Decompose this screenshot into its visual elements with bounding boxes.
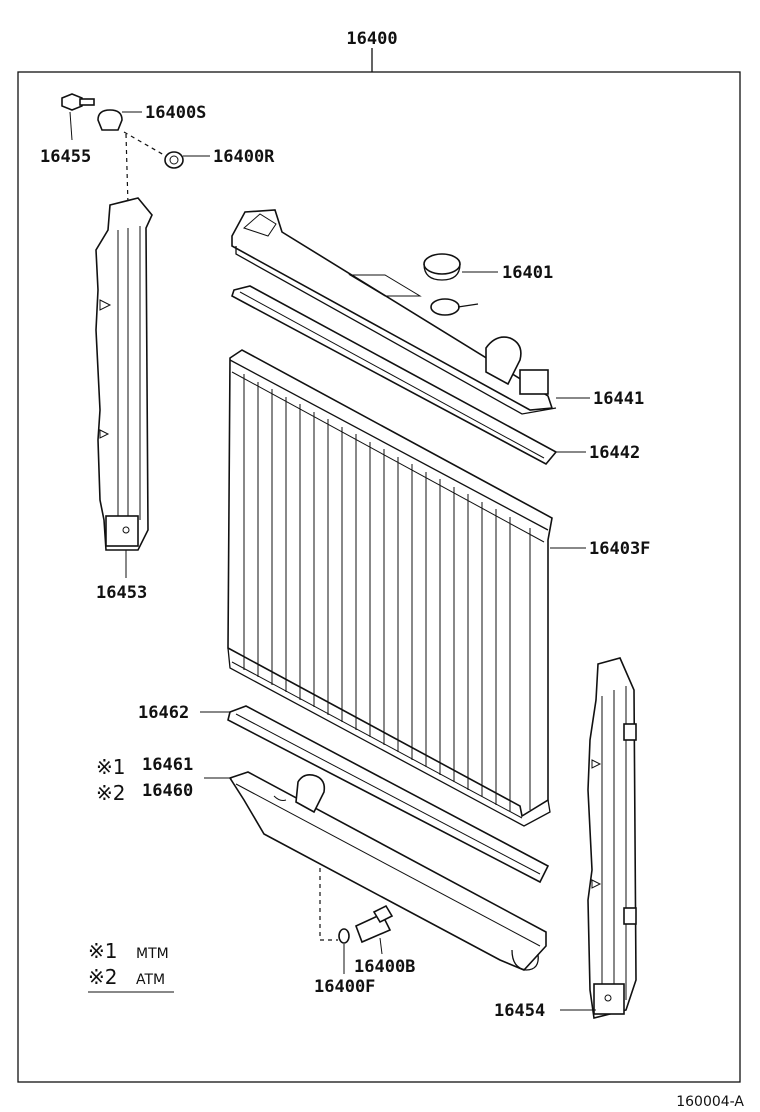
legend-marker-2: ※2 bbox=[88, 965, 117, 989]
dash-link-drain bbox=[319, 868, 338, 941]
part-label-16400B: 16400B bbox=[354, 957, 415, 977]
part-label-16400R: 16400R bbox=[213, 147, 275, 167]
dash-link-16400R bbox=[123, 131, 165, 156]
part-label-16442: 16442 bbox=[589, 443, 640, 463]
grommet-16400S bbox=[97, 109, 123, 131]
part-label-16460: 16460 bbox=[142, 781, 193, 801]
assembly-number-label: 16400 bbox=[346, 29, 397, 49]
part-label-16401: 16401 bbox=[502, 263, 553, 283]
marker-2-label: ※2 bbox=[96, 781, 125, 805]
diagram-code: 160004-A bbox=[676, 1094, 744, 1110]
legend-text-2: ATM bbox=[136, 972, 165, 988]
part-label-16455: 16455 bbox=[40, 147, 91, 167]
part-label-16403F: 16403F bbox=[589, 539, 650, 559]
legend-text-1: MTM bbox=[136, 946, 169, 962]
part-label-16400S: 16400S bbox=[145, 103, 206, 123]
support-16453 bbox=[95, 197, 153, 551]
support-16454 bbox=[587, 657, 637, 1019]
legend-marker-1: ※1 bbox=[88, 939, 117, 963]
radiator-cap-16401 bbox=[423, 253, 461, 281]
diagram-frame bbox=[17, 71, 741, 1083]
part-label-16400F: 16400F bbox=[314, 977, 375, 997]
variant-legend: ※1 MTM ※2 ATM bbox=[88, 939, 174, 993]
dash-link-16453 bbox=[125, 133, 129, 206]
radiator-core-16403F bbox=[227, 349, 553, 827]
part-label-16453: 16453 bbox=[96, 583, 147, 603]
drain-cock-16400B bbox=[354, 904, 394, 944]
leader-16400B bbox=[379, 937, 383, 955]
lower-tank-16460 bbox=[228, 771, 547, 971]
bolt-16455 bbox=[61, 93, 95, 111]
o-ring-16400F bbox=[338, 928, 350, 944]
part-label-16462: 16462 bbox=[138, 703, 189, 723]
upper-tank-16441 bbox=[231, 209, 557, 415]
cushion-16400R bbox=[164, 151, 184, 169]
marker-1-label: ※1 bbox=[96, 755, 125, 779]
part-label-16454: 16454 bbox=[494, 1001, 545, 1021]
upper-gasket-16442 bbox=[231, 285, 558, 466]
part-label-16461: 16461 bbox=[142, 755, 193, 775]
part-label-16441: 16441 bbox=[593, 389, 644, 409]
leader-16455 bbox=[69, 111, 73, 141]
